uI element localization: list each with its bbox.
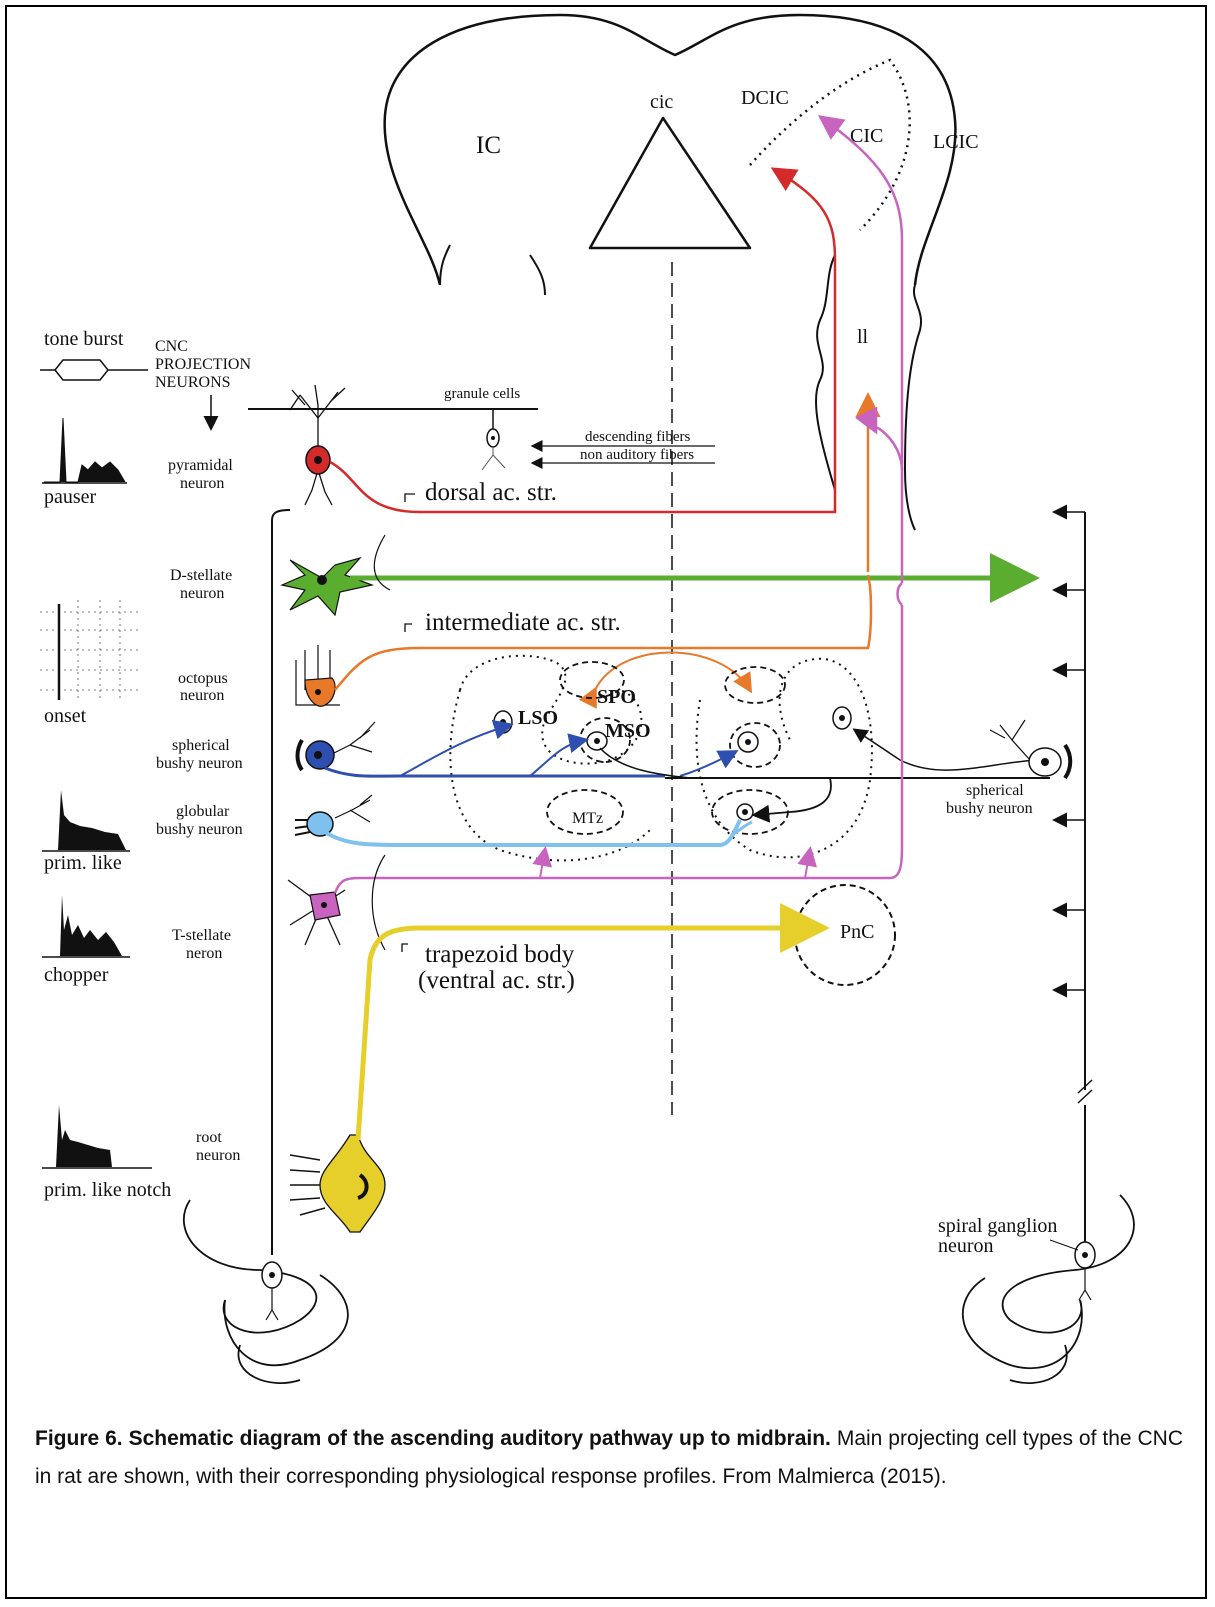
label-chopper: chopper (44, 964, 109, 986)
label-prim-like-notch: prim. like notch (44, 1179, 171, 1201)
spherical-bushy-axon (325, 768, 665, 776)
commissure-triangle (590, 118, 750, 248)
psth-onset (40, 600, 140, 700)
label-dstellate-2: neuron (180, 585, 224, 602)
psth-prim-like-notch (42, 1105, 152, 1168)
inferior-colliculus-outline (385, 15, 956, 285)
dcic-dotted-boundary (750, 60, 910, 230)
label-tstellate-2: neron (186, 945, 222, 962)
label-cnc: CNC (155, 338, 188, 355)
label-octopus-1: octopus (178, 670, 228, 687)
label-lso: LSO (518, 707, 558, 729)
psth-pauser (42, 418, 127, 483)
label-mso: MSO (605, 720, 651, 742)
globular-bushy-axon (325, 820, 740, 845)
label-lcic: LCIC (933, 131, 979, 153)
label-projection: PROJECTION (155, 356, 251, 373)
globular-bushy-neuron (295, 795, 372, 836)
label-dorsal-str: dorsal ac. str. (425, 479, 557, 506)
label-spo: SPO (597, 686, 636, 708)
label-mtz: MTz (572, 810, 603, 827)
label-tone-burst: tone burst (44, 328, 124, 350)
label-pauser: pauser (44, 486, 97, 508)
lateral-lemniscus-left-outline (816, 255, 835, 490)
dorsal-acoustic-stria-path (330, 260, 835, 512)
tone-burst-symbol (40, 360, 148, 380)
d-stellate-neuron (282, 558, 372, 615)
ic-left-notch (530, 255, 545, 295)
label-trapezoid-1: trapezoid body (425, 941, 575, 968)
label-pyramidal-2: neuron (180, 475, 224, 492)
label-gbn-2: bushy neuron (156, 821, 243, 838)
psth-prim-like (42, 790, 130, 851)
label-prim-like: prim. like (44, 852, 122, 874)
label-onset: onset (44, 705, 87, 727)
label-tstellate-1: T-stellate (172, 927, 231, 944)
octopus-neuron (296, 645, 340, 706)
label-dcic: DCIC (741, 87, 789, 109)
label-sbn-left-2: bushy neuron (156, 755, 243, 772)
label-granule-cells: granule cells (444, 386, 520, 402)
label-trapezoid-2: (ventral ac. str.) (418, 967, 575, 994)
label-pnc: PnC (840, 921, 874, 943)
cochlea-left (184, 1200, 348, 1383)
label-descending-fibers: descending fibers (585, 429, 691, 445)
figure-caption: Figure 6. Schematic diagram of the ascen… (35, 1420, 1183, 1496)
label-intermediate-str: intermediate ac. str. (425, 609, 621, 636)
caption-title: Figure 6. Schematic diagram of the ascen… (35, 1427, 831, 1450)
label-ic: IC (476, 132, 501, 159)
label-cic-top: cic (650, 91, 673, 113)
label-sbn-right-2: bushy neuron (946, 800, 1033, 817)
psth-chopper (42, 895, 130, 957)
label-sbn-right-1: spherical (966, 782, 1024, 799)
lateral-lemniscus-right-outline (905, 285, 921, 530)
label-non-auditory-fibers: non auditory fibers (580, 447, 694, 463)
left-auditory-nerve (272, 510, 290, 1255)
ic-left-lower-outline (440, 245, 450, 285)
label-root-1: root (196, 1129, 222, 1146)
label-octopus-2: neuron (180, 687, 224, 704)
spherical-bushy-neuron-right (990, 720, 1070, 778)
root-neuron (290, 1135, 385, 1232)
label-dstellate-1: D-stellate (170, 567, 232, 584)
label-spiral-2: neuron (938, 1235, 994, 1257)
label-gbn-1: globular (176, 803, 230, 820)
label-spiral-1: spiral ganglion (938, 1215, 1057, 1237)
label-root-2: neuron (196, 1147, 240, 1164)
spherical-bushy-neuron-left (298, 722, 376, 770)
pyramidal-neuron (290, 385, 345, 505)
label-ll: ll (857, 326, 869, 348)
label-sbn-left-1: spherical (172, 737, 230, 754)
label-pyramidal-1: pyramidal (168, 457, 233, 474)
label-neurons: NEURONS (155, 374, 231, 391)
superior-olivary-complex (450, 656, 872, 861)
